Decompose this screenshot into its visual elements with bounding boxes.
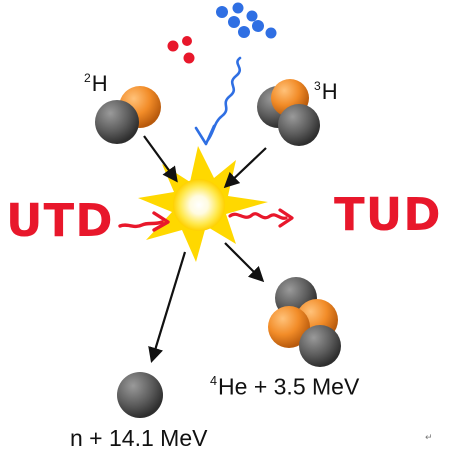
red-left-arrow [118,211,170,232]
deuterium-label: 2H [84,71,108,97]
corner-mark: ↵ [425,433,433,443]
free-neutron [117,372,163,418]
neutron-label: n + 14.1 MeV [70,425,208,451]
deuterium-arrow [143,135,178,183]
helium-arrow [224,242,265,283]
tritium-arrow [223,147,267,189]
annotation-left: UTD [6,194,114,247]
blue-particle-cluster [216,2,277,39]
neutron [278,104,320,146]
red-right-arrow [228,208,294,228]
red-particle-cluster [167,36,195,64]
neutron-arrow [148,251,187,363]
blue-squiggle-arrow [194,56,242,146]
neutron [299,325,341,367]
annotation-right: TUD [334,188,442,241]
tritium-label: 3H [314,79,338,105]
proton [268,306,310,348]
reaction-arrows [143,135,267,363]
tritium-nucleus [257,79,320,146]
deuterium-nucleus [95,86,161,144]
neutron [95,100,139,144]
helium-nucleus [268,277,341,367]
helium-label: 4He + 3.5 MeV [210,373,360,400]
